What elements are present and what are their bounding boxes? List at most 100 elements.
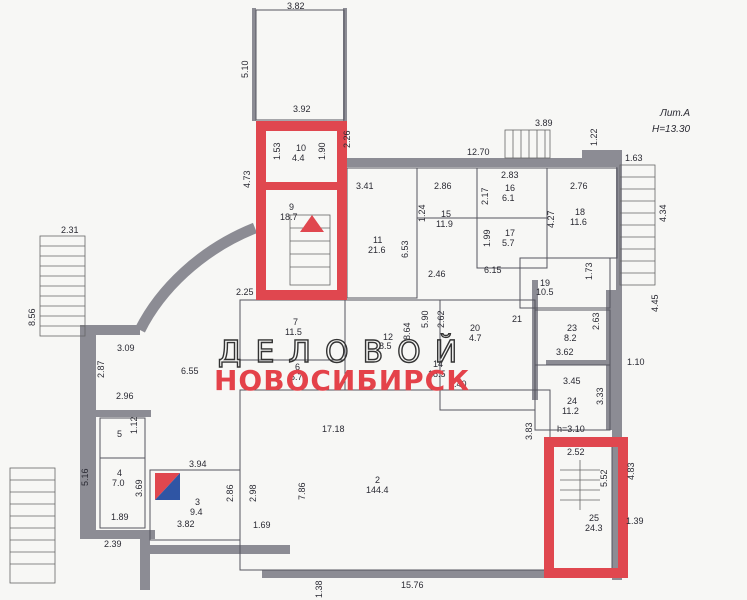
dimension: 2.98 xyxy=(248,484,258,502)
room-area: 21.6 xyxy=(368,245,386,255)
room-number: 16 xyxy=(505,183,515,193)
room-area: 18.5 xyxy=(428,369,446,379)
room-area: 8.2 xyxy=(564,333,577,343)
room-area: 9.4 xyxy=(190,507,203,517)
dimension: 8.64 xyxy=(402,322,412,340)
room-number: 9 xyxy=(289,202,294,212)
staircases xyxy=(9,129,656,584)
dimension: 5.40 xyxy=(449,379,467,389)
dimension: 6.53 xyxy=(400,240,410,258)
room-area: 144.4 xyxy=(366,485,389,495)
room-number: 12 xyxy=(383,332,393,342)
dimension: 2.76 xyxy=(570,181,588,191)
room-area: 5.7 xyxy=(290,372,303,382)
room-labels: 10 4.4 9 18.7 11 21.6 15 11.9 16 6.1 17 … xyxy=(112,143,603,533)
dimension: 3.41 xyxy=(356,181,374,191)
dimension: 3.94 xyxy=(189,459,207,469)
dimension: 15.76 xyxy=(401,580,424,590)
dimension: 1.99 xyxy=(482,229,492,247)
dimension: 1.69 xyxy=(253,520,271,530)
room-number: 11 xyxy=(373,235,382,245)
dimension: 8.56 xyxy=(27,308,37,326)
room-area: 8.5 xyxy=(379,341,392,351)
room-area: 6.1 xyxy=(502,193,515,203)
dimension: 3.45 xyxy=(563,376,581,386)
dimension: 4.27 xyxy=(546,210,556,228)
dimension: 2.39 xyxy=(104,539,122,549)
dimension: 1.89 xyxy=(111,512,129,522)
room-number: 20 xyxy=(470,323,480,333)
dimension: 3.09 xyxy=(117,343,135,353)
room-number: 15 xyxy=(441,209,451,219)
dimension: 6.55 xyxy=(181,366,199,376)
room-number: 10 xyxy=(296,143,306,153)
dimension: 3.92 xyxy=(293,104,311,114)
room-number: 6 xyxy=(295,362,300,372)
room-area: 11.2 xyxy=(562,406,579,416)
room-area: 4.4 xyxy=(292,153,305,163)
dimension: 2.46 xyxy=(428,269,446,279)
dimension: 2.26 xyxy=(342,130,352,148)
highlighted-cores xyxy=(256,121,628,578)
room-area: 5.7 xyxy=(502,238,515,248)
dimension: 3.82 xyxy=(287,1,305,11)
dimension: 1.90 xyxy=(317,142,327,160)
room-number: 21 xyxy=(512,314,522,324)
room-number: 23 xyxy=(567,323,577,333)
dimension: 6.15 xyxy=(484,265,502,275)
dimension: 1.73 xyxy=(584,262,594,280)
room-area: 18.7 xyxy=(280,212,298,222)
dimension: 2.86 xyxy=(225,484,235,502)
dimension-labels: 3.82 5.10 3.92 1.53 1.90 2.26 4.73 12.70… xyxy=(27,1,668,598)
dimension: h=3.10 xyxy=(557,424,585,434)
dimension: 1.53 xyxy=(272,142,282,160)
room-area: 11.5 xyxy=(285,327,302,337)
dimension: 17.18 xyxy=(322,424,345,434)
dimension: 7.86 xyxy=(297,482,307,500)
dimension: 12.70 xyxy=(467,147,490,157)
dimension: 1.10 xyxy=(627,357,645,367)
dimension: 4.34 xyxy=(658,204,668,222)
dimension: 5.52 xyxy=(599,469,609,487)
dimension: 2.31 xyxy=(61,225,79,235)
dimension: 1.22 xyxy=(589,128,599,146)
lit-label: Лит.А xyxy=(659,108,690,119)
dimension: 1.12 xyxy=(129,416,139,434)
height-label: H=13.30 xyxy=(652,124,691,135)
dimension: 3.33 xyxy=(595,387,605,405)
dimension: 5.90 xyxy=(420,310,430,328)
dimension: 4.83 xyxy=(626,462,636,480)
dimension: 4.73 xyxy=(242,170,252,188)
dimension: 2.63 xyxy=(591,312,601,330)
room-number: 4 xyxy=(117,468,122,478)
room-number: 14 xyxy=(433,359,443,369)
dimension: 3.69 xyxy=(134,479,144,497)
dimension: 1.38 xyxy=(314,580,324,598)
dimension: 2.87 xyxy=(96,360,106,378)
room-area: 4.7 xyxy=(469,333,482,343)
dimension: 2.25 xyxy=(236,287,254,297)
room-area: 10.5 xyxy=(536,287,554,297)
room-number: 19 xyxy=(540,278,550,288)
dimension: 2.17 xyxy=(480,187,490,205)
room-number: 24 xyxy=(567,396,577,406)
room-number: 3 xyxy=(195,497,200,507)
dimension: 2.86 xyxy=(434,181,452,191)
dimension: 1.39 xyxy=(626,516,644,526)
room-area: 24.3 xyxy=(585,523,603,533)
dimension: 5.16 xyxy=(80,468,90,486)
room-number: 5 xyxy=(117,429,122,439)
room-number: 18 xyxy=(575,207,585,217)
dimension: 2.83 xyxy=(501,170,519,180)
dimension: 3.83 xyxy=(524,422,534,440)
dimension: 5.10 xyxy=(240,60,250,78)
watermark-line2: НОВОСИБИРСК xyxy=(214,364,470,397)
dimension: 2.62 xyxy=(436,310,446,328)
dimension: 2.96 xyxy=(116,391,134,401)
room-number: 2 xyxy=(375,475,380,485)
room-area: 7.0 xyxy=(112,478,125,488)
flag-icon xyxy=(155,473,180,500)
room-area: 11.6 xyxy=(570,217,587,227)
dimension: 1.24 xyxy=(417,204,427,222)
